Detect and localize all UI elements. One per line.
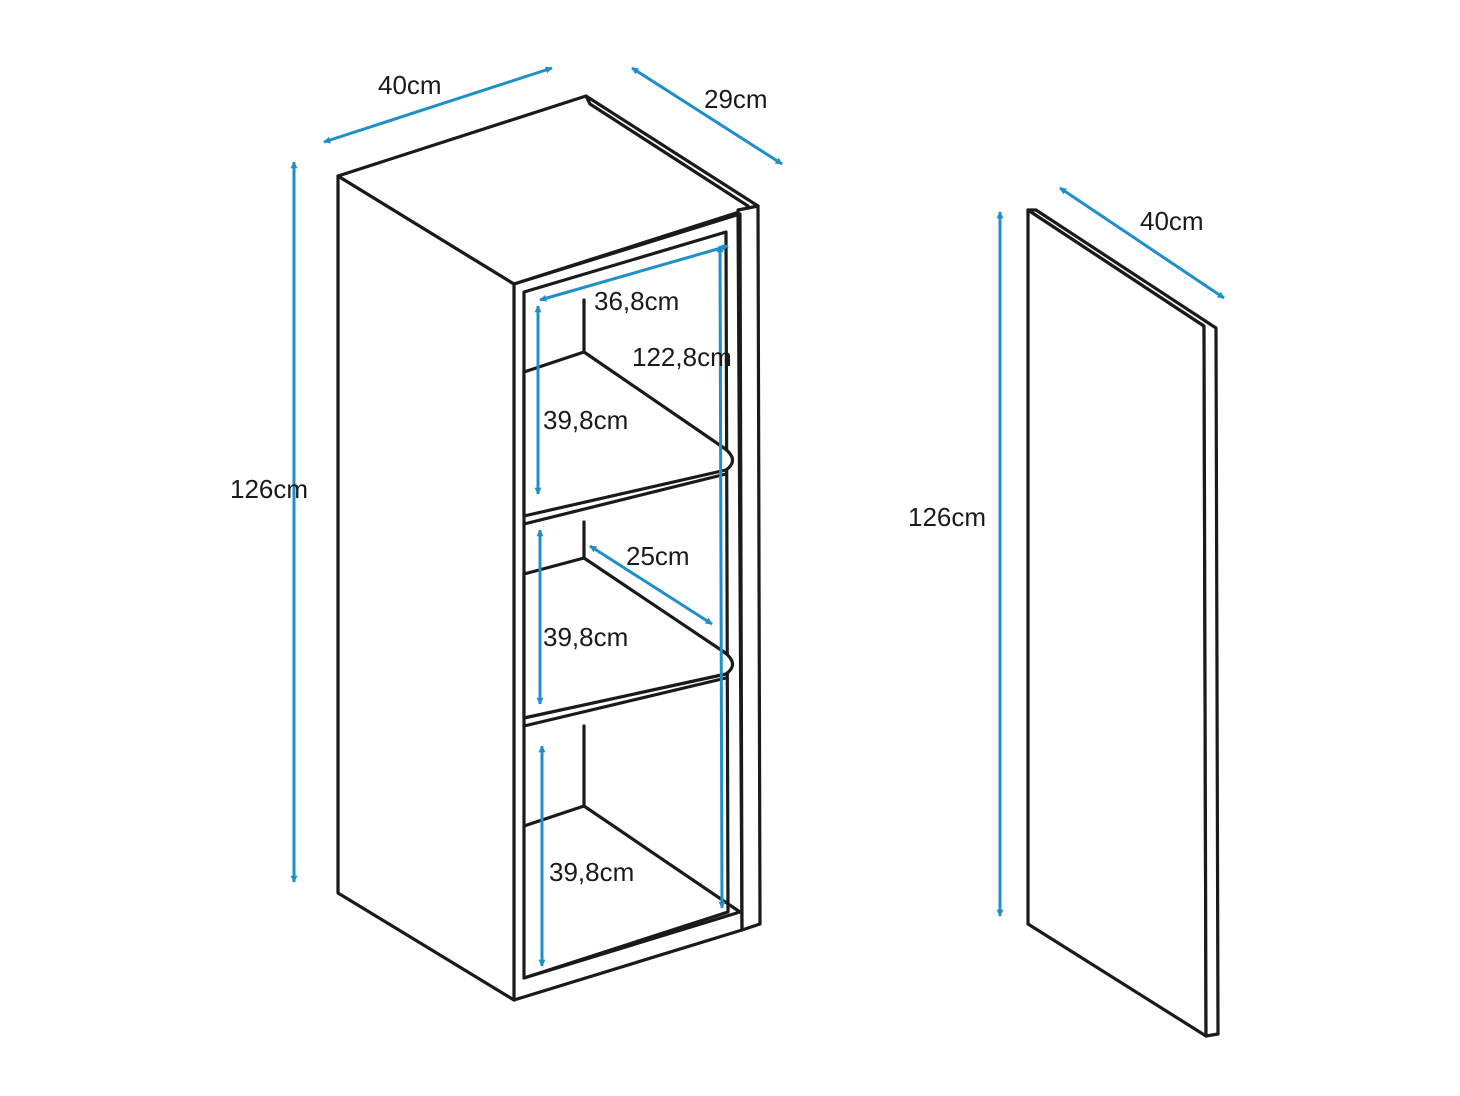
compartment-1-height-label: 39,8cm xyxy=(543,405,628,435)
door-width-label: 40cm xyxy=(1140,206,1204,236)
door-panel-drawing xyxy=(1026,208,1220,1038)
cabinet-depth-label: 29cm xyxy=(704,84,768,114)
cabinet-inner-height-arrow xyxy=(716,245,726,909)
cabinet-bottom-panel xyxy=(522,804,742,980)
cabinet-top-edge xyxy=(584,94,750,208)
door-width-arrow xyxy=(1059,186,1225,300)
cabinet-inner-width-label: 36,8cm xyxy=(594,286,679,316)
cabinet-depth-arrow xyxy=(631,66,783,166)
cabinet-side-panel xyxy=(336,174,516,1002)
door-height-label: 126cm xyxy=(908,502,986,532)
door-panel-edge xyxy=(1026,208,1220,1038)
cabinet-inner-width-arrow xyxy=(539,244,729,302)
cabinet-back-wall-line-3 xyxy=(522,724,586,828)
cabinet-inner-height-label: 122,8cm xyxy=(632,342,732,372)
shelf-depth-arrow xyxy=(589,544,713,626)
cabinet-height-label: 126cm xyxy=(230,474,308,504)
door-panel-face xyxy=(1026,208,1208,1038)
cabinet-width-arrow xyxy=(323,66,553,144)
shelf-depth-label: 25cm xyxy=(626,541,690,571)
cabinet-shelf-2-edge xyxy=(522,676,728,728)
dimension-arrows xyxy=(290,66,1225,967)
cabinet-width-label: 40cm xyxy=(378,70,442,100)
compartment-2-height-label: 39,8cm xyxy=(543,622,628,652)
dimension-labels: 40cm 29cm 126cm 36,8cm 122,8cm 39,8cm 25… xyxy=(230,70,1204,887)
compartment-3-height-label: 39,8cm xyxy=(549,857,634,887)
cabinet-shelf-1-edge xyxy=(522,472,728,526)
